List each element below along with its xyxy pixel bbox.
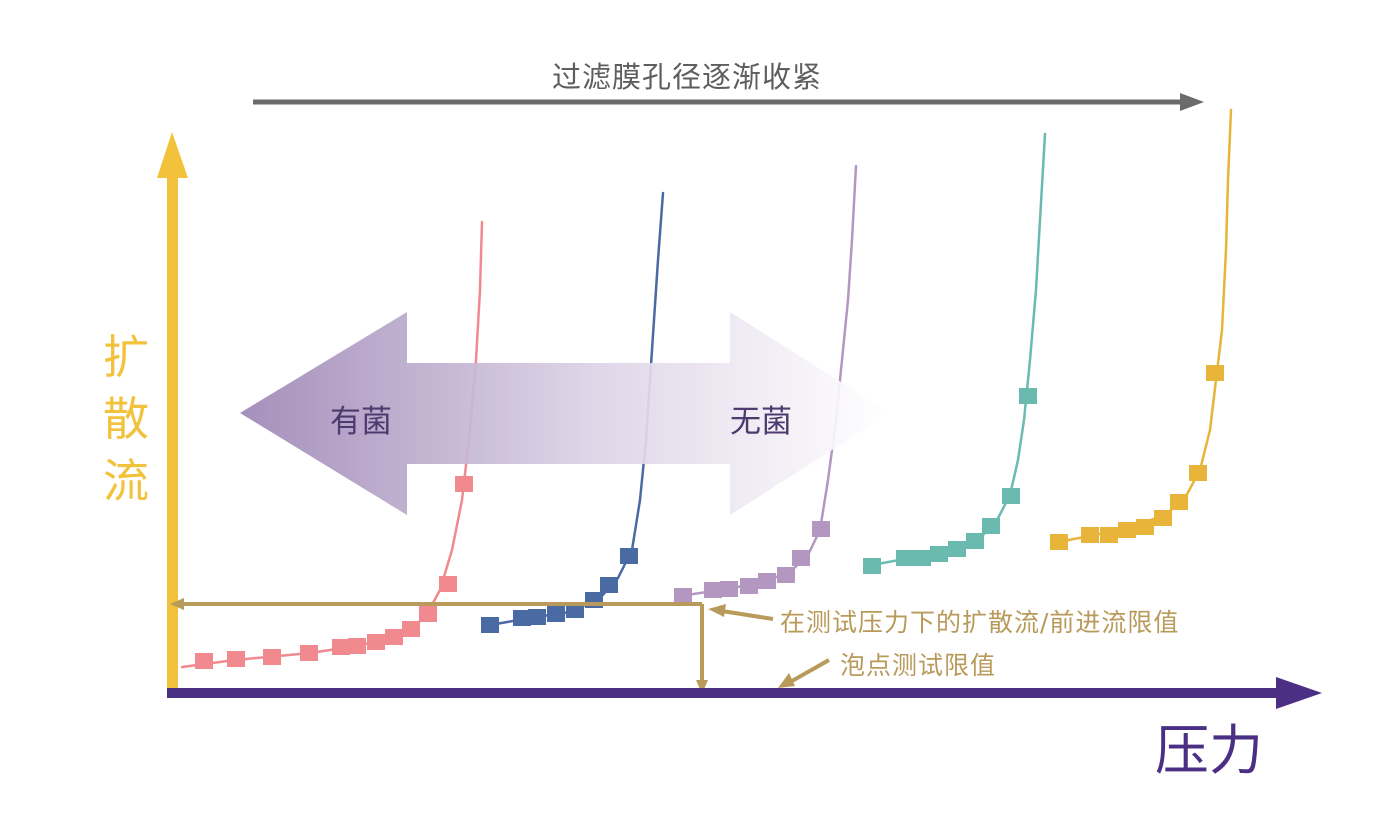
curve-marker — [263, 649, 281, 665]
caption-label: 过滤膜孔径逐渐收紧 — [552, 60, 823, 94]
curve-marker — [1170, 494, 1188, 510]
curve-marker — [332, 639, 350, 655]
curve-marker — [896, 550, 914, 566]
curve-marker — [982, 518, 1000, 534]
curve-marker — [948, 541, 966, 557]
diffusion-pointer-head — [708, 604, 726, 617]
curve-marker — [600, 577, 618, 593]
y-axis — [157, 132, 188, 696]
y-axis-label-char: 流 — [103, 454, 149, 508]
curve-marker — [930, 546, 948, 562]
curve-marker — [439, 576, 457, 592]
curve-marker — [385, 629, 403, 645]
curve-marker — [720, 581, 738, 597]
curve-marker — [348, 638, 366, 654]
curve-marker — [1002, 488, 1020, 504]
curve-3 — [674, 164, 858, 604]
sterile-label: 无菌 — [730, 404, 792, 440]
bubble-pointer-line — [791, 658, 830, 683]
bubble-pointer-head — [778, 673, 795, 688]
x-axis-shaft — [167, 688, 1281, 698]
curve-marker — [300, 645, 318, 661]
curve-marker — [195, 653, 213, 669]
curve-marker — [792, 550, 810, 566]
curve-marker — [620, 548, 638, 564]
curve-1 — [180, 220, 484, 669]
curve-marker — [704, 582, 722, 598]
curve-marker — [1206, 365, 1224, 381]
curve-marker — [227, 651, 245, 667]
caption-arrow-head — [1180, 93, 1204, 111]
curve-marker — [758, 573, 776, 589]
curve-marker — [481, 617, 499, 633]
x-axis-arrowhead — [1276, 677, 1322, 709]
curve-marker — [528, 609, 546, 625]
curve-5 — [1050, 108, 1233, 550]
limit-lines — [170, 598, 830, 694]
caption-arrow — [253, 93, 1204, 111]
curve-marker — [547, 606, 565, 622]
y-axis-label-char: 扩 — [103, 330, 149, 384]
curve-marker — [863, 558, 881, 574]
y-axis-label-char: 散 — [103, 392, 149, 446]
curve-marker — [455, 476, 473, 492]
bubble-point-drop-arrowhead — [696, 680, 708, 694]
curve-marker — [419, 606, 437, 622]
x-axis — [167, 677, 1322, 709]
curve-marker — [1118, 522, 1136, 538]
curve-marker — [1050, 534, 1068, 550]
curve-marker — [674, 588, 692, 604]
y-axis-shaft — [167, 172, 178, 696]
curve-marker — [1019, 388, 1037, 404]
curve-marker — [1081, 527, 1099, 543]
contaminated-label: 有菌 — [330, 404, 392, 440]
curves — [180, 108, 1233, 669]
curve-marker — [367, 634, 385, 650]
curve-marker — [402, 621, 420, 637]
curve-marker — [1189, 465, 1207, 481]
curve-marker — [777, 567, 795, 583]
curve-marker — [1100, 527, 1118, 543]
y-axis-label: 扩 散 流 — [96, 326, 156, 512]
curve-marker — [740, 578, 758, 594]
curve-marker — [812, 521, 830, 537]
diffusion-limit-label: 在测试压力下的扩散流/前进流限值 — [780, 608, 1180, 637]
bubble-point-limit-label: 泡点测试限值 — [840, 651, 997, 680]
curve-marker — [966, 533, 984, 549]
double-arrow — [240, 312, 890, 515]
curve-marker — [1154, 510, 1172, 526]
y-axis-arrowhead — [157, 132, 188, 178]
curve-marker — [1136, 519, 1154, 535]
diffusion-limit-arrowhead — [170, 598, 184, 610]
diffusion-pointer-line — [721, 609, 774, 621]
x-axis-label: 压力 — [1155, 719, 1263, 782]
curve-4 — [863, 132, 1047, 574]
curve-marker — [913, 550, 931, 566]
curve-marker — [513, 610, 531, 626]
